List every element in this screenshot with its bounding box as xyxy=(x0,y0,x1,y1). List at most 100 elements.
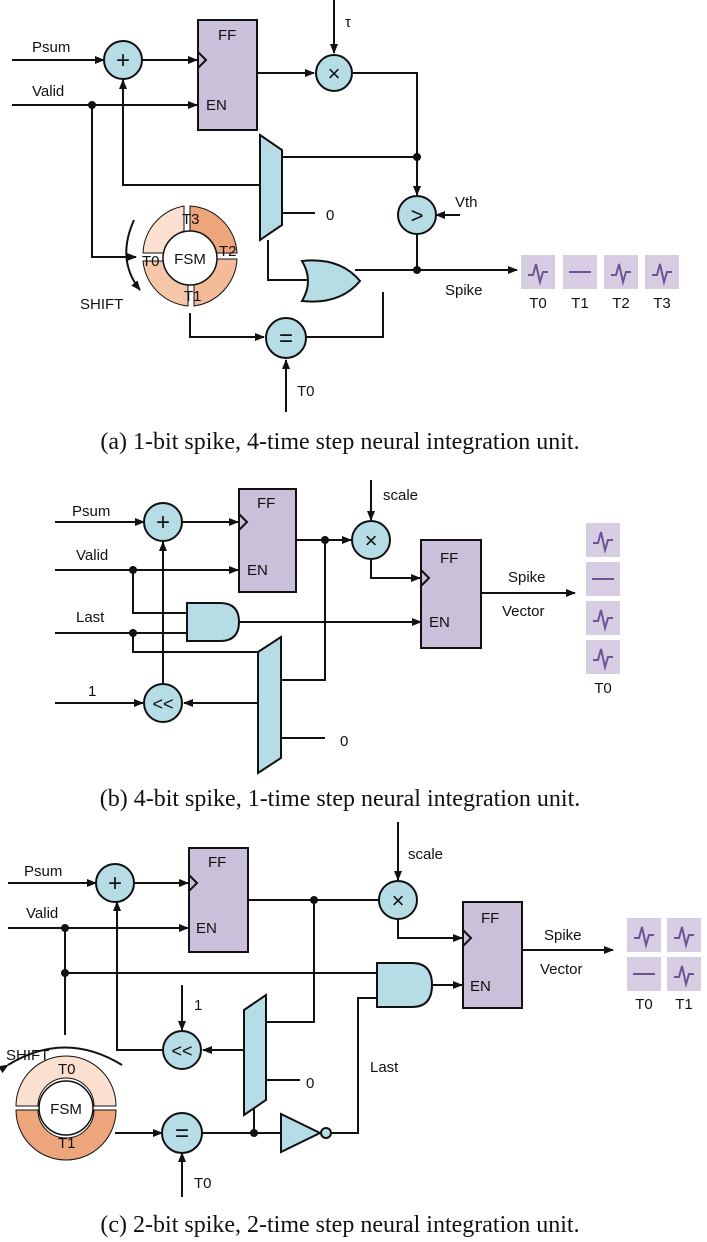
flipflop-register-2 xyxy=(420,539,482,649)
multiplier-symbol xyxy=(378,880,418,920)
clock-triangle xyxy=(238,513,249,531)
adder-label: + xyxy=(156,509,170,536)
fsm-label: FSM xyxy=(50,1101,82,1118)
comparator-symbol xyxy=(397,195,437,235)
clock-triangle xyxy=(197,51,208,69)
valid-label: Valid xyxy=(26,905,58,922)
en1-label: EN xyxy=(247,562,268,579)
psum-label: Psum xyxy=(24,863,62,880)
psum-label: Psum xyxy=(72,503,110,520)
wire-shl-adder xyxy=(113,901,162,1051)
last-label: Last xyxy=(76,609,105,626)
inverter xyxy=(280,1112,323,1154)
adder-label: + xyxy=(116,47,130,74)
panel-a: + Psum Valid FF EN × τ 0 > Vth FSM T3 T2 xyxy=(12,0,679,455)
shift-label: SHIFT xyxy=(80,296,123,313)
fsm-t0-label: T0 xyxy=(142,253,160,270)
junction xyxy=(321,536,329,544)
multiplexer xyxy=(259,133,283,242)
shift-left-label: << xyxy=(171,1041,192,1061)
wire-mul-ff2 xyxy=(370,560,421,582)
wire-eq-or xyxy=(306,292,384,338)
spike-time-label: T1 xyxy=(571,295,589,312)
flipflop-register-1 xyxy=(238,488,297,593)
last-label: Last xyxy=(370,1059,399,1076)
wire-last-mux xyxy=(132,633,258,653)
en1-label: EN xyxy=(196,920,217,937)
adder-label: + xyxy=(108,870,122,897)
spike-vector: T0 T1 xyxy=(627,918,701,1013)
equality-symbol xyxy=(161,1112,203,1154)
ff-label: FF xyxy=(218,27,236,44)
t0-input-label: T0 xyxy=(194,1175,212,1192)
multiplexer xyxy=(243,993,267,1117)
junction xyxy=(310,896,318,904)
fsm-t1-label: T1 xyxy=(58,1135,76,1152)
clock-triangle xyxy=(188,874,199,892)
one-label: 1 xyxy=(194,997,202,1014)
vector-label: Vector xyxy=(540,961,583,978)
spike-time-label: T1 xyxy=(675,996,693,1013)
spike-wave xyxy=(652,263,672,286)
spike-time-label: T3 xyxy=(653,295,671,312)
flipflop-register-1 xyxy=(188,847,249,953)
wire-ff-mux xyxy=(266,900,315,1023)
scale-label: scale xyxy=(383,487,418,504)
fsm-segment-t1 xyxy=(15,1109,117,1161)
multiplier-symbol xyxy=(351,520,391,560)
vector-label: Vector xyxy=(502,603,545,620)
zero-label: 0 xyxy=(326,207,334,224)
spike-train: T0 T1 T2 T3 xyxy=(521,255,679,312)
shift-arrow xyxy=(0,1046,123,1074)
scale-label: scale xyxy=(408,846,443,863)
inverter-bubble xyxy=(320,1127,332,1139)
spike-time-label: T0 xyxy=(529,295,547,312)
adder-symbol xyxy=(143,502,183,542)
clock-triangle xyxy=(462,929,473,947)
wire-mux-adder xyxy=(119,79,260,186)
shift-arrow xyxy=(125,219,141,291)
fsm-ring: FSM T3 T2 T1 T0 xyxy=(142,205,238,307)
fsm-t2-label: T2 xyxy=(219,243,237,260)
wire-fsm-eq xyxy=(189,313,265,341)
equality-label: = xyxy=(279,325,293,352)
wire-valid-and xyxy=(132,570,187,614)
psum-label: Psum xyxy=(32,39,70,56)
shift-left-symbol xyxy=(143,683,183,723)
spike-wave xyxy=(611,263,631,286)
ff1-label: FF xyxy=(208,854,226,871)
junction xyxy=(413,153,421,161)
spike-label: Spike xyxy=(508,569,546,586)
spike-wave xyxy=(528,263,548,286)
junction xyxy=(129,566,137,574)
spike-wave xyxy=(674,965,694,988)
equality-label: = xyxy=(175,1120,189,1147)
fsm-t3-label: T3 xyxy=(182,211,200,228)
one-label: 1 xyxy=(88,683,96,700)
zero-label: 0 xyxy=(306,1075,314,1092)
caption-b: (b) 4-bit spike, 1-time step neural inte… xyxy=(100,786,581,812)
multiplexer xyxy=(257,635,282,775)
wire-mul-cmp xyxy=(352,72,421,196)
wire-mux-or xyxy=(267,240,313,281)
ff2-label: FF xyxy=(440,550,458,567)
spike-wave xyxy=(593,609,613,632)
spike-time-label: T2 xyxy=(612,295,630,312)
en-label: EN xyxy=(206,97,227,114)
spike-vector: T0 xyxy=(586,523,620,697)
multiplier-label: × xyxy=(392,888,405,913)
spike-label: Spike xyxy=(544,927,582,944)
ff2-label: FF xyxy=(481,910,499,927)
multiplier-symbol xyxy=(315,54,353,92)
flipflop-register-2 xyxy=(462,901,523,1009)
en2-label: EN xyxy=(470,978,491,995)
fsm-segment-t0 xyxy=(15,1055,117,1107)
equality-symbol xyxy=(265,317,307,359)
shift-left-symbol xyxy=(162,1030,202,1070)
and-gate xyxy=(376,962,434,1008)
spike-time-label: T0 xyxy=(635,996,653,1013)
spike-wave xyxy=(593,648,613,671)
multiplier-label: × xyxy=(328,61,341,86)
spike-wave xyxy=(593,531,613,554)
spike-label: Spike xyxy=(445,282,483,299)
